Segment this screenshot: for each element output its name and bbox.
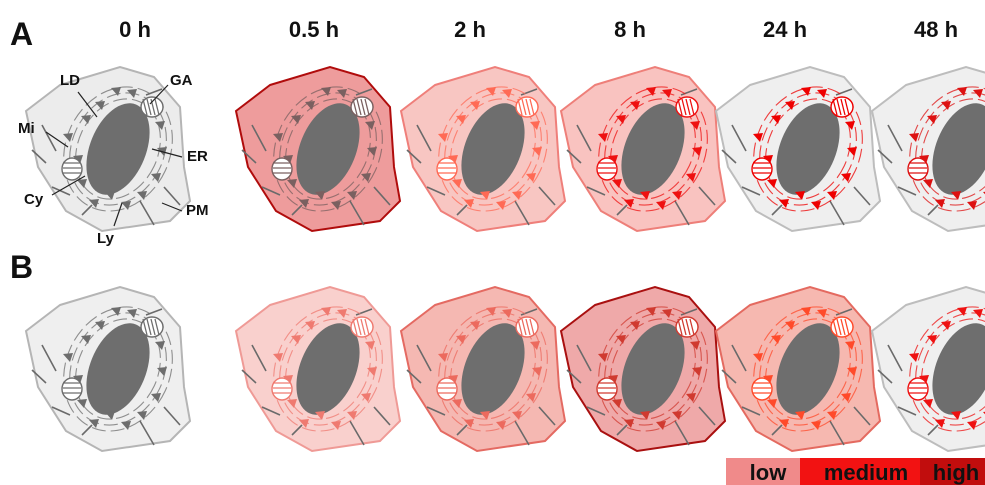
golgi-stack — [141, 97, 163, 117]
golgi-stack — [351, 317, 373, 337]
vesicle-stack — [437, 378, 457, 400]
label-mitochondria: Mi — [18, 120, 35, 137]
legend-label-low: low — [750, 460, 788, 485]
vesicle-stack — [272, 158, 292, 180]
cell-a-48h — [872, 67, 985, 231]
timepoint-label-8h: 8 h — [614, 17, 646, 42]
cell-grid — [26, 67, 985, 451]
vesicle-stack — [908, 378, 928, 400]
vesicle-stack — [597, 158, 617, 180]
vesicle-stack — [597, 378, 617, 400]
golgi-stack — [141, 317, 163, 337]
timepoint-label-48h: 48 h — [914, 17, 958, 42]
timepoint-label-2h: 2 h — [454, 17, 486, 42]
cell-b-8h — [561, 287, 727, 451]
legend-label-medium: medium — [824, 460, 908, 485]
cell-b-0h — [26, 287, 192, 451]
golgi-stack — [676, 97, 698, 117]
label-plasma-membrane: PM — [186, 202, 209, 219]
golgi-stack — [831, 97, 853, 117]
cell-a-8h — [561, 67, 727, 231]
panel-letter-a: A — [10, 16, 33, 52]
legend-label-high: high — [933, 460, 979, 485]
vesicle-stack — [62, 378, 82, 400]
cell-b-0-5h — [236, 287, 402, 451]
golgi-stack — [516, 97, 538, 117]
vesicle-stack — [437, 158, 457, 180]
vesicle-stack — [908, 158, 928, 180]
golgi-stack — [831, 317, 853, 337]
golgi-stack — [676, 317, 698, 337]
cell-a-0h — [26, 67, 192, 231]
golgi-stack — [516, 317, 538, 337]
vesicle-stack — [752, 378, 772, 400]
cell-a-2h — [401, 67, 567, 231]
timepoint-label-0-5h: 0.5 h — [289, 17, 339, 42]
cell-b-48h — [872, 287, 985, 451]
label-golgi-apparatus: GA — [170, 72, 193, 89]
label-lipid-droplet: LD — [60, 72, 80, 89]
timepoint-label-24h: 24 h — [763, 17, 807, 42]
golgi-stack — [351, 97, 373, 117]
timepoint-label-0h: 0 h — [119, 17, 151, 42]
cell-a-0-5h — [236, 67, 402, 231]
cell-a-24h — [716, 67, 882, 231]
label-lysosome: Ly — [97, 230, 115, 247]
vesicle-stack — [272, 378, 292, 400]
intensity-legend: low medium high — [726, 458, 985, 485]
vesicle-stack — [752, 158, 772, 180]
vesicle-stack — [62, 158, 82, 180]
cell-b-2h — [401, 287, 567, 451]
panel-letter-b: B — [10, 249, 33, 285]
label-cytoplasm: Cy — [24, 191, 44, 208]
cell-b-24h — [716, 287, 882, 451]
label-endoplasmic-reticulum: ER — [187, 148, 208, 165]
